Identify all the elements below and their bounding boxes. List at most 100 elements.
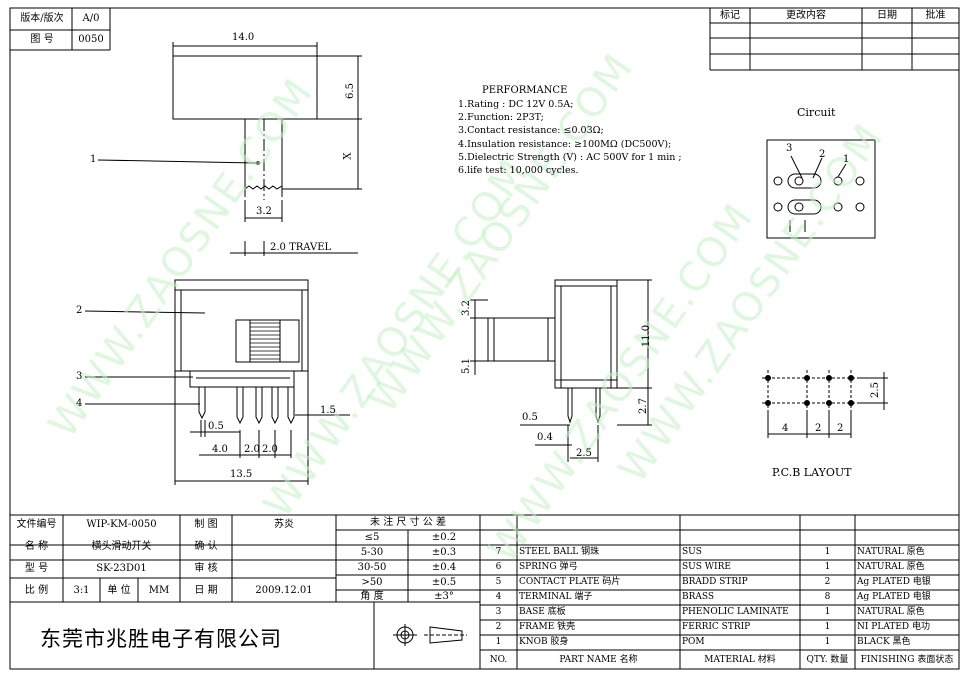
- tolerance-value: ±0.2: [431, 532, 457, 543]
- bom-cell-no: 1: [495, 637, 502, 647]
- tb-scale-label: 比 例: [24, 585, 49, 596]
- circuit-pin-3: 3: [786, 143, 793, 154]
- version-value: A/0: [82, 13, 100, 24]
- tb-name-label: 名 称: [24, 541, 49, 552]
- bom-cell-material: FERRIC STRIP: [682, 622, 751, 632]
- bom-cell-part: SPRING 弹弓: [519, 562, 578, 572]
- tb-confirm-label: 确 认: [194, 541, 218, 552]
- dim-1-5: 1.5: [320, 405, 336, 416]
- tolerance-value: ±0.5: [431, 577, 457, 588]
- dim-0-4: 0.4: [537, 432, 553, 443]
- tolerance-range: 5-30: [360, 547, 384, 558]
- rev-header-approve: 批准: [925, 10, 946, 21]
- tolerance-value: ±3°: [434, 591, 454, 602]
- tolerance-range: 角 度: [360, 591, 384, 602]
- dim-x: X: [342, 152, 354, 160]
- front-view: [84, 279, 350, 485]
- bom-cell-qty: 1: [824, 622, 831, 632]
- bom-cell-no: 7: [495, 547, 502, 557]
- dim-11-0: 11.0: [641, 324, 653, 348]
- dim-14-0: 14.0: [232, 32, 255, 43]
- dim-0-5-front: 0.5: [208, 421, 224, 432]
- bom-header-material: MATERIAL 材料: [704, 655, 776, 665]
- rev-header-content: 更改内容: [786, 10, 826, 21]
- rev-header-date: 日期: [877, 10, 897, 21]
- bom-header-no: NO.: [489, 655, 508, 665]
- bom-cell-part: FRAME 铁壳: [519, 622, 576, 632]
- pcb-dim-2-a: 2: [815, 423, 822, 434]
- performance-line: 6.life test: 10,000 cycles.: [458, 165, 579, 177]
- bom-cell-qty: 1: [824, 637, 831, 647]
- circuit-diagram: [766, 139, 876, 239]
- tolerance-value: ±0.3: [431, 547, 457, 558]
- callout-3: 3: [76, 371, 83, 382]
- tolerance-value: ±0.4: [431, 562, 457, 573]
- drawing-border: [9, 7, 960, 670]
- tb-model-value: SK-23D01: [96, 563, 147, 574]
- tb-unit-value: MM: [148, 585, 170, 596]
- pcb-dim-4: 4: [782, 423, 789, 434]
- dim-2-5-side: 2.5: [576, 448, 592, 459]
- tb-drawn-value: 苏炎: [274, 519, 294, 530]
- pcb-dim-2-b: 2: [837, 423, 844, 434]
- bom-cell-part: KNOB 胶身: [519, 637, 569, 647]
- tb-model-label: 型 号: [24, 563, 49, 574]
- bom-cell-material: POM: [682, 637, 705, 647]
- bom-cell-finish: NATURAL 原色: [857, 562, 925, 572]
- tb-date-value: 2009.12.01: [255, 585, 313, 596]
- tb-drawn-label: 制 图: [194, 519, 218, 530]
- pcb-dim-2-5: 2.5: [869, 382, 881, 398]
- bom-header-qty: QTY. 数量: [806, 655, 849, 665]
- bom-cell-qty: 1: [824, 547, 831, 557]
- pcb-layout: [762, 370, 860, 412]
- drawing-label: 图 号: [30, 34, 54, 45]
- bom-cell-no: 3: [495, 607, 502, 617]
- tolerance-title: 未 注 尺 寸 公 差: [370, 517, 446, 528]
- bom-cell-finish: BLACK 黑色: [857, 637, 911, 647]
- circuit-pin-1: 1: [843, 154, 850, 165]
- performance-line: 2.Function: 2P3T;: [458, 112, 544, 124]
- tb-unit-label: 单 位: [107, 585, 131, 596]
- bom-cell-no: 2: [495, 622, 502, 632]
- circuit-title: Circuit: [797, 106, 836, 119]
- dim-2-0-b: 2.0: [262, 444, 278, 455]
- bom-cell-material: BRASS: [682, 592, 715, 602]
- bom-cell-no: 4: [495, 592, 502, 602]
- tolerance-table: [336, 515, 481, 669]
- dim-2-0-a: 2.0: [244, 444, 260, 455]
- bom-cell-material: SUS: [682, 547, 702, 557]
- dim-travel: 2.0 TRAVEL: [270, 242, 332, 253]
- dim-5-1: 5.1: [460, 358, 472, 374]
- callout-2: 2: [76, 305, 83, 316]
- tb-file-no-value: WIP-KM-0050: [86, 519, 157, 530]
- bom-cell-qty: 1: [824, 607, 831, 617]
- bom-cell-finish: NATURAL 原色: [857, 547, 925, 557]
- version-box: [10, 8, 111, 51]
- tb-file-no-label: 文件编号: [16, 519, 57, 530]
- bom-cell-qty: 8: [824, 592, 831, 602]
- bom-cell-part: CONTACT PLATE 码片: [519, 577, 621, 587]
- bom-cell-part: BASE 底板: [519, 607, 566, 617]
- bom-cell-qty: 2: [824, 577, 831, 587]
- top-view: [97, 42, 362, 256]
- side-view: [470, 279, 652, 462]
- performance-list: 1.Rating : DC 12V 0.5A; 2.Function: 2P3T…: [458, 98, 682, 177]
- dim-3-2-side: 3.2: [460, 300, 472, 316]
- tb-name-value: 横头滑动开关: [91, 541, 152, 552]
- bom-cell-material: BRADD STRIP: [682, 577, 748, 587]
- version-label: 版本/版次: [20, 13, 64, 24]
- title-block: [10, 514, 959, 669]
- company-name: 东莞市兆胜电子有限公司: [40, 627, 282, 651]
- dim-3-2-top: 3.2: [256, 206, 272, 217]
- callout-1: 1: [90, 154, 97, 165]
- rev-header-mark: 标记: [720, 10, 740, 21]
- dim-13-5: 13.5: [230, 469, 253, 480]
- bom-header-finish: FINISHING 表面状态: [860, 655, 954, 665]
- bom-cell-no: 6: [495, 562, 502, 572]
- performance-line: 1.Rating : DC 12V 0.5A;: [458, 99, 574, 110]
- bom-cell-finish: NI PLATED 电功: [857, 622, 930, 632]
- bom-cell-finish: Ag PLATED 电银: [857, 577, 931, 587]
- dim-0-5-side: 0.5: [522, 412, 538, 423]
- pcb-layout-label: P.C.B LAYOUT: [772, 466, 852, 479]
